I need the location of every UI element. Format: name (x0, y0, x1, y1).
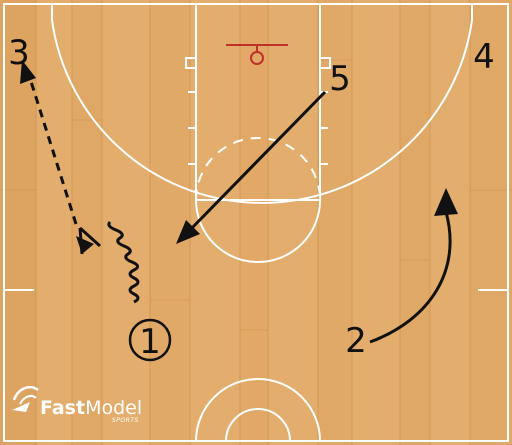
cut-line-2 (369, 211, 452, 344)
three-point-line (51, 4, 473, 204)
brand-tagline: SPORTS (112, 417, 139, 424)
brand-name-model: Model (85, 397, 142, 419)
cut-2-arrowhead (434, 188, 458, 216)
cut-line-5 (188, 90, 327, 232)
player-5-label: 5 (329, 59, 351, 99)
player-4-label: 4 (473, 37, 495, 77)
brand-swoosh-icon (12, 386, 39, 412)
center-circle-inner (225, 408, 291, 442)
cut-5-arrowhead (176, 220, 200, 244)
court-lines (3, 3, 509, 442)
player-1-label: 1 (139, 322, 161, 362)
svg-text:FastModel: FastModel (40, 397, 142, 419)
player-3-label: 3 (8, 33, 30, 73)
lane (195, 3, 321, 201)
pass-arrowhead (20, 60, 36, 84)
dribble-line (107, 220, 140, 304)
pass-line (26, 71, 78, 225)
basket (226, 44, 288, 65)
brand-name-fast: Fast (40, 397, 85, 419)
free-throw-circle (195, 199, 321, 263)
fastmodel-logo: FastModel SPORTS (12, 386, 142, 424)
play-actions (20, 60, 458, 344)
player-1-circle (128, 318, 172, 362)
rim (250, 51, 264, 65)
free-throw-circle-dashed (195, 137, 321, 201)
player-2-label: 2 (345, 321, 367, 361)
center-circle (195, 378, 321, 442)
players: 1 2 3 4 5 (8, 33, 495, 362)
